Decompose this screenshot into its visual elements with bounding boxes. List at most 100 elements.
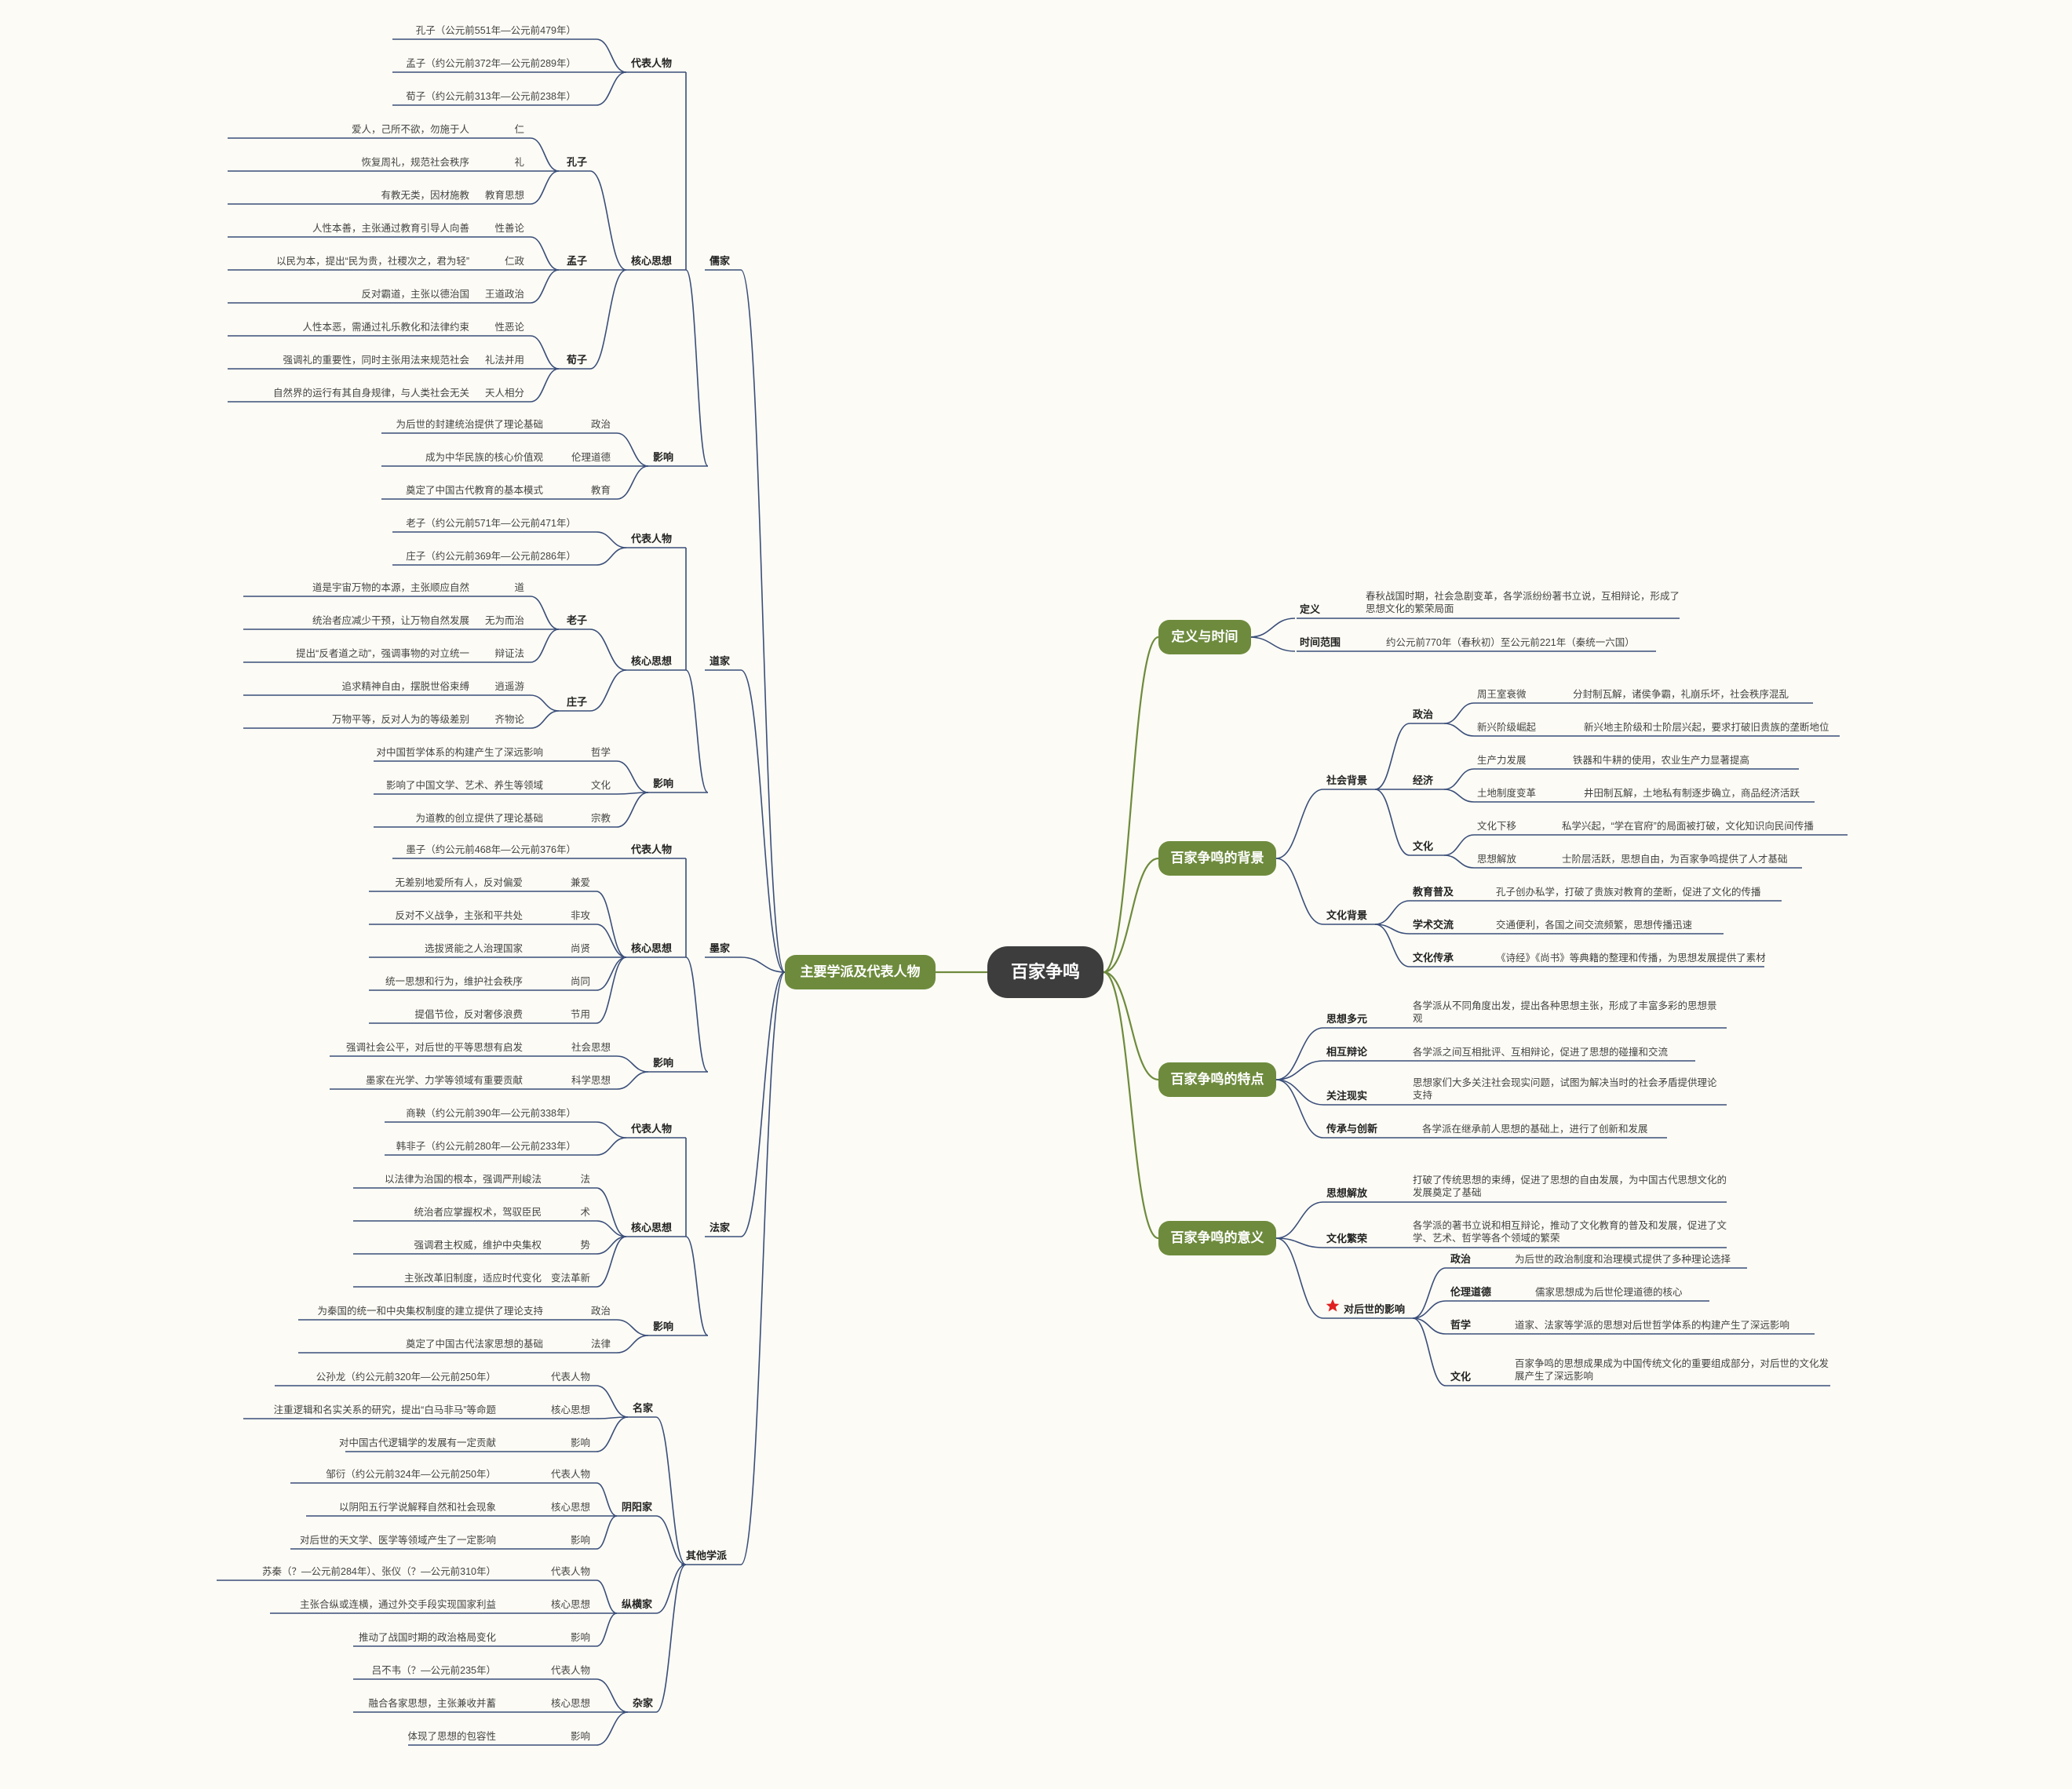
ru-core-8-text: 自然界的运行有其自身规律，与人类社会无关: [272, 388, 469, 399]
yinyang-1-label: 核心思想: [550, 1502, 590, 1513]
fa-inf-label: 影响: [653, 1321, 674, 1332]
land-system-text: 井田制瓦解，土地私有制逐步确立，商品经济活跃: [1584, 788, 1800, 799]
mo-inf-1-label: 科学思想: [571, 1075, 611, 1086]
mingjia-2-label: 影响: [570, 1437, 590, 1448]
zongheng-0-label: 代表人物: [550, 1566, 590, 1577]
mo-inf-label: 影响: [653, 1057, 674, 1069]
connector: [1249, 636, 1296, 652]
connector: [596, 1515, 618, 1550]
ru-philosopher-2: 荀子: [567, 354, 588, 366]
connector: [596, 956, 627, 991]
dao-core-3-text: 追求精神自由，摆脱世俗束缚: [341, 681, 469, 692]
mingjia-2-text: 对中国古代逻辑学的发展有一定贡献: [338, 1437, 496, 1448]
school-fajia-label: 法家: [710, 1222, 731, 1233]
i-philosophy-label: 哲学: [1450, 1319, 1472, 1331]
cultural-background-label: 文化背景: [1326, 909, 1368, 921]
ru-core-3-text: 人性本善，主张通过教育引导人向善: [312, 223, 469, 234]
connector: [740, 971, 786, 1565]
dao-inf-0-label: 哲学: [590, 747, 611, 758]
i-politics-text: 为后世的政治制度和治理模式提供了多种理论选择: [1515, 1254, 1731, 1265]
social-background-label: 社会背景: [1326, 774, 1368, 786]
ru-inf-label: 影响: [653, 451, 674, 463]
connector: [655, 1564, 687, 1713]
cultural-heritage-text: 《诗经》《尚书》等典籍的整理和传播，为思想发展提供了素材: [1496, 953, 1766, 964]
ru-rep-0: 孔子（公元前551年—公元前479年）: [415, 25, 576, 36]
i-politics-label: 政治: [1450, 1253, 1472, 1265]
mo-core-1-label: 非攻: [570, 910, 590, 921]
dao-core-2-text: 提出“反者道之动”，强调事物的对立统一: [296, 648, 469, 659]
yinyang-1-text: 以阴阳五行学说解释自然和社会现象: [338, 1502, 496, 1513]
mo-core-4-label: 节用: [570, 1009, 590, 1020]
s-liberation-label: 思想解放: [1326, 1187, 1368, 1199]
connector: [596, 1187, 627, 1237]
connector: [1412, 1267, 1446, 1319]
culture-spread-text: 私学兴起，“学在官府”的局面被打破，文化知识向民间传播: [1562, 821, 1814, 832]
root-topic[interactable]: 百家争鸣: [987, 946, 1103, 998]
connector: [589, 629, 627, 671]
ru-inf-1-label: 伦理道德: [571, 452, 611, 463]
topic-schools[interactable]: 主要学派及代表人物: [785, 955, 936, 989]
thought-liberation-label: 思想解放: [1477, 854, 1517, 865]
connector: [596, 71, 627, 106]
zongheng-2-label: 影响: [570, 1632, 590, 1643]
mo-core-label: 核心思想: [631, 942, 673, 954]
dao-core-4-text: 万物平等，反对人为的等级差别: [331, 714, 469, 725]
zongheng-0-text: 苏秦（？—公元前284年）、张仪（？—公元前310年）: [262, 1566, 496, 1577]
mo-inf-0-text: 强调社会公平，对后世的平等思想有启发: [345, 1042, 523, 1053]
s-liberation-text: 打破了传统思想的束缚，促进了思想的自由发展，为中国古代思想文化的发展奠定了基础: [1413, 1175, 1727, 1198]
connector: [596, 1385, 629, 1418]
mo-core-4-text: 提倡节俭，反对奢侈浪费: [414, 1009, 523, 1020]
connector: [616, 465, 649, 500]
connector: [1443, 854, 1475, 869]
connector: [589, 170, 627, 271]
school-mojia-label: 墨家: [710, 942, 731, 954]
topic-significance[interactable]: 百家争鸣的意义: [1158, 1221, 1276, 1255]
fa-core-1-label: 术: [580, 1207, 590, 1218]
zongheng-1-text: 主张合纵或连横，通过外交手段实现国家利益: [299, 1599, 496, 1610]
connector: [1103, 857, 1159, 974]
s-prosperity-label: 文化繁荣: [1326, 1233, 1368, 1244]
fa-rep-0: 商鞅（约公元前390年—公元前338年）: [406, 1108, 576, 1119]
mo-rep-0: 墨子（约公元前468年—公元前376年）: [406, 844, 576, 855]
dao-rep-0: 老子（约公元前571年—公元前471年）: [406, 518, 576, 529]
connector: [685, 269, 709, 467]
education-label: 教育普及: [1413, 886, 1454, 898]
connector: [596, 891, 627, 958]
yinyang-label: 阴阳家: [622, 1501, 653, 1513]
topic-background[interactable]: 百家争鸣的背景: [1158, 841, 1276, 876]
connector: [530, 236, 560, 271]
mo-core-0-label: 兼爱: [570, 877, 590, 888]
ru-core-2-text: 有教无类，因材施教: [381, 190, 469, 201]
mingjia-0-label: 代表人物: [550, 1372, 590, 1383]
topic-features[interactable]: 百家争鸣的特点: [1158, 1062, 1276, 1097]
connector: [616, 760, 649, 793]
i-ethics-text: 儒家思想成为后世伦理道德的核心: [1535, 1287, 1683, 1298]
connector: [530, 694, 560, 712]
ru-philosopher-0: 孔子: [567, 156, 588, 168]
economy-label: 经济: [1413, 774, 1434, 786]
connector: [1275, 1237, 1324, 1248]
connector: [1412, 1317, 1446, 1386]
connector: [596, 1220, 627, 1237]
connector: [1374, 900, 1410, 925]
dao-core-0-text: 道是宇宙万物的本源，主张顺应自然: [312, 582, 469, 593]
debate-text: 各学派之间互相批评、互相辩论，促进了思想的碰撞和交流: [1413, 1047, 1669, 1058]
connector: [685, 1236, 709, 1336]
connector: [1443, 702, 1475, 724]
dao-core-2-label: 辩证法: [494, 648, 524, 659]
ru-core-7-text: 强调礼的重要性，同时主张用法来规范社会: [283, 355, 469, 366]
cultural-heritage-label: 文化传承: [1413, 952, 1454, 964]
connector: [1412, 1317, 1446, 1335]
connector: [530, 710, 560, 729]
ru-inf-1-text: 成为中华民族的核心价值观: [425, 452, 543, 463]
topic-definition[interactable]: 定义与时间: [1158, 620, 1251, 654]
connector: [596, 1711, 629, 1746]
school-qita-label: 其他学派: [686, 1550, 728, 1561]
dao-core-1-label: 无为而治: [484, 615, 524, 626]
connector: [596, 1612, 618, 1647]
connector: [1275, 1060, 1324, 1080]
fa-core-2-label: 势: [580, 1240, 590, 1251]
dao-inf-label: 影响: [653, 778, 674, 789]
fa-core-label: 核心思想: [631, 1222, 673, 1233]
